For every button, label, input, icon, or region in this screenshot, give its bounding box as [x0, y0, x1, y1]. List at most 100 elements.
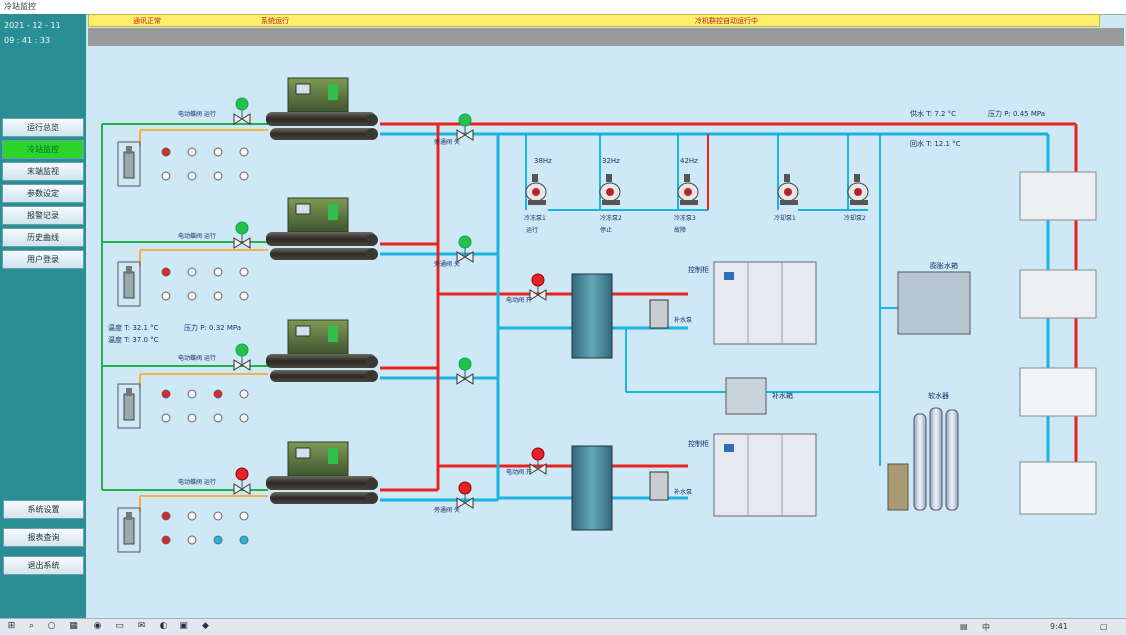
menu-item-plant[interactable]: 冷站监控 — [2, 140, 84, 159]
radiator-2[interactable] — [1019, 269, 1097, 319]
status-dot — [213, 171, 223, 181]
chiller-valve-label: 电动蝶阀 运行 — [178, 110, 216, 118]
hx-valve-label: 电动阀 开 — [506, 468, 532, 476]
app-icon[interactable]: ◐ — [159, 621, 168, 631]
bypass-valve-1[interactable] — [456, 113, 474, 141]
chiller-3[interactable] — [265, 319, 379, 383]
chiller-valve-label: 电动蝶阀 运行 — [178, 478, 216, 486]
folder-icon[interactable]: ▭ — [115, 621, 124, 631]
radiator-1[interactable] — [1019, 171, 1097, 221]
pump-flag-1: 运行 — [526, 226, 538, 234]
mail-icon[interactable]: ✉ — [137, 621, 146, 631]
aux-tank-label: 补水箱 — [772, 391, 793, 400]
taskbar: ⊞ ⌕ ○ ▦ ◉ ▭ ✉ ◐ ▣ ◆ ▤ 中 9:41 ▢ — [0, 618, 1126, 635]
status-dot — [213, 291, 223, 301]
cooling-pump-1[interactable] — [777, 173, 799, 206]
expansion-tank[interactable] — [897, 271, 971, 335]
cooling-tower-header — [101, 123, 268, 512]
alarm-bar: 通讯正常 系统运行 冷机群控自动运行中 — [88, 14, 1100, 27]
window-title: 冷站监控 — [4, 2, 36, 11]
makeup-pump-1[interactable] — [649, 299, 669, 329]
notification-icon[interactable]: ▢ — [1100, 622, 1108, 631]
pump-freq-2: 32Hz — [602, 157, 620, 165]
search-icon[interactable]: ⌕ — [28, 621, 35, 631]
status-dot — [213, 147, 223, 157]
chilled-pump-2[interactable] — [599, 173, 621, 206]
chiller-valve-2[interactable] — [233, 221, 251, 249]
exit-button[interactable]: 退出系统 — [3, 556, 84, 575]
status-dot — [187, 171, 197, 181]
bypass-valve-3[interactable] — [456, 357, 474, 385]
network-icon[interactable]: ▤ — [960, 622, 968, 631]
app-icon[interactable]: ▣ — [179, 621, 188, 631]
chiller-valve-1[interactable] — [233, 97, 251, 125]
terminal-units — [1019, 171, 1097, 515]
sidebar: 2021 - 12 - 11 09 : 41 : 33 运行总览 冷站监控 末端… — [0, 14, 86, 618]
status-dot — [161, 147, 171, 157]
control-panel-2[interactable] — [713, 433, 817, 517]
status-dot — [187, 267, 197, 277]
status-dot — [213, 511, 223, 521]
cooling-pump-2[interactable] — [847, 173, 869, 206]
pump-manifold — [525, 134, 868, 211]
settings-button[interactable]: 系统设置 — [3, 500, 84, 519]
sump-pump-4[interactable] — [117, 507, 141, 553]
fan-coil-2[interactable] — [1019, 461, 1097, 515]
report-button[interactable]: 报表查询 — [3, 528, 84, 547]
condenser-press-readout: 压力 P: 0.32 MPa — [184, 323, 241, 332]
pump-flag-2: 停止 — [600, 226, 612, 234]
makeup-pump-label: 补水泵 — [674, 316, 692, 324]
chiller-4[interactable] — [265, 441, 379, 505]
menu-item-params[interactable]: 参数设定 — [2, 184, 84, 203]
plant-svg: 电动蝶阀 运行 电动蝶阀 运行 电动蝶阀 运行 电动蝶阀 运行 — [101, 77, 1097, 553]
status-dot — [187, 535, 197, 545]
supply-press-readout: 压力 P: 0.45 MPa — [988, 109, 1045, 118]
menu-item-terminal[interactable]: 末端监视 — [2, 162, 84, 181]
alarm-item: 冷机群控自动运行中 — [695, 17, 758, 25]
hx-valve-2[interactable] — [529, 447, 547, 475]
chiller-2[interactable] — [265, 197, 379, 261]
bypass-valve-2[interactable] — [456, 235, 474, 263]
browser-icon[interactable]: ◉ — [93, 621, 102, 631]
makeup-pump-label: 补水泵 — [674, 488, 692, 496]
toolbar-strip — [88, 28, 1124, 46]
makeup-pump-2[interactable] — [649, 471, 669, 501]
chilled-pump-3[interactable] — [677, 173, 699, 206]
status-dot — [161, 511, 171, 521]
heat-exchanger-1[interactable] — [571, 273, 613, 359]
menu-item-alarms[interactable]: 报警记录 — [2, 206, 84, 225]
status-dot — [161, 389, 171, 399]
pump-name-4: 冷却泵1 — [774, 214, 796, 222]
aux-tank[interactable] — [725, 377, 767, 415]
sump-pump-2[interactable] — [117, 261, 141, 307]
hx-valve-1[interactable] — [529, 273, 547, 301]
status-dot — [187, 147, 197, 157]
ime-indicator[interactable]: 中 — [982, 623, 990, 632]
pump-name-2: 冷冻泵2 — [600, 214, 622, 222]
control-panel-label: 控制柜 — [688, 265, 709, 274]
status-dot — [213, 413, 223, 423]
water-softener[interactable] — [887, 407, 959, 511]
heat-exchanger-2[interactable] — [571, 445, 613, 531]
control-panel-1[interactable] — [713, 261, 817, 345]
sump-pump-3[interactable] — [117, 383, 141, 429]
window-titlebar: 冷站监控 — [0, 0, 1126, 15]
control-panel-label: 控制柜 — [688, 439, 709, 448]
status-dot — [239, 511, 249, 521]
bypass-valve-4[interactable] — [456, 481, 474, 509]
tray-clock[interactable]: 9:41 — [1050, 622, 1068, 631]
sump-pump-1[interactable] — [117, 141, 141, 187]
task-view-icon[interactable]: ○ — [47, 621, 56, 631]
hx-valve-label: 电动阀 开 — [506, 296, 532, 304]
pinned-app-icon[interactable]: ◆ — [202, 621, 209, 631]
menu-item-login[interactable]: 用户登录 — [2, 250, 84, 269]
chiller-1[interactable] — [265, 77, 379, 141]
start-icon[interactable]: ⊞ — [7, 621, 16, 631]
status-dot — [161, 171, 171, 181]
chilled-pump-1[interactable] — [525, 173, 547, 206]
app-icon[interactable]: ▦ — [69, 621, 78, 631]
menu-item-overview[interactable]: 运行总览 — [2, 118, 84, 137]
menu-item-history[interactable]: 历史曲线 — [2, 228, 84, 247]
status-dot — [161, 413, 171, 423]
fan-coil-1[interactable] — [1019, 367, 1097, 417]
